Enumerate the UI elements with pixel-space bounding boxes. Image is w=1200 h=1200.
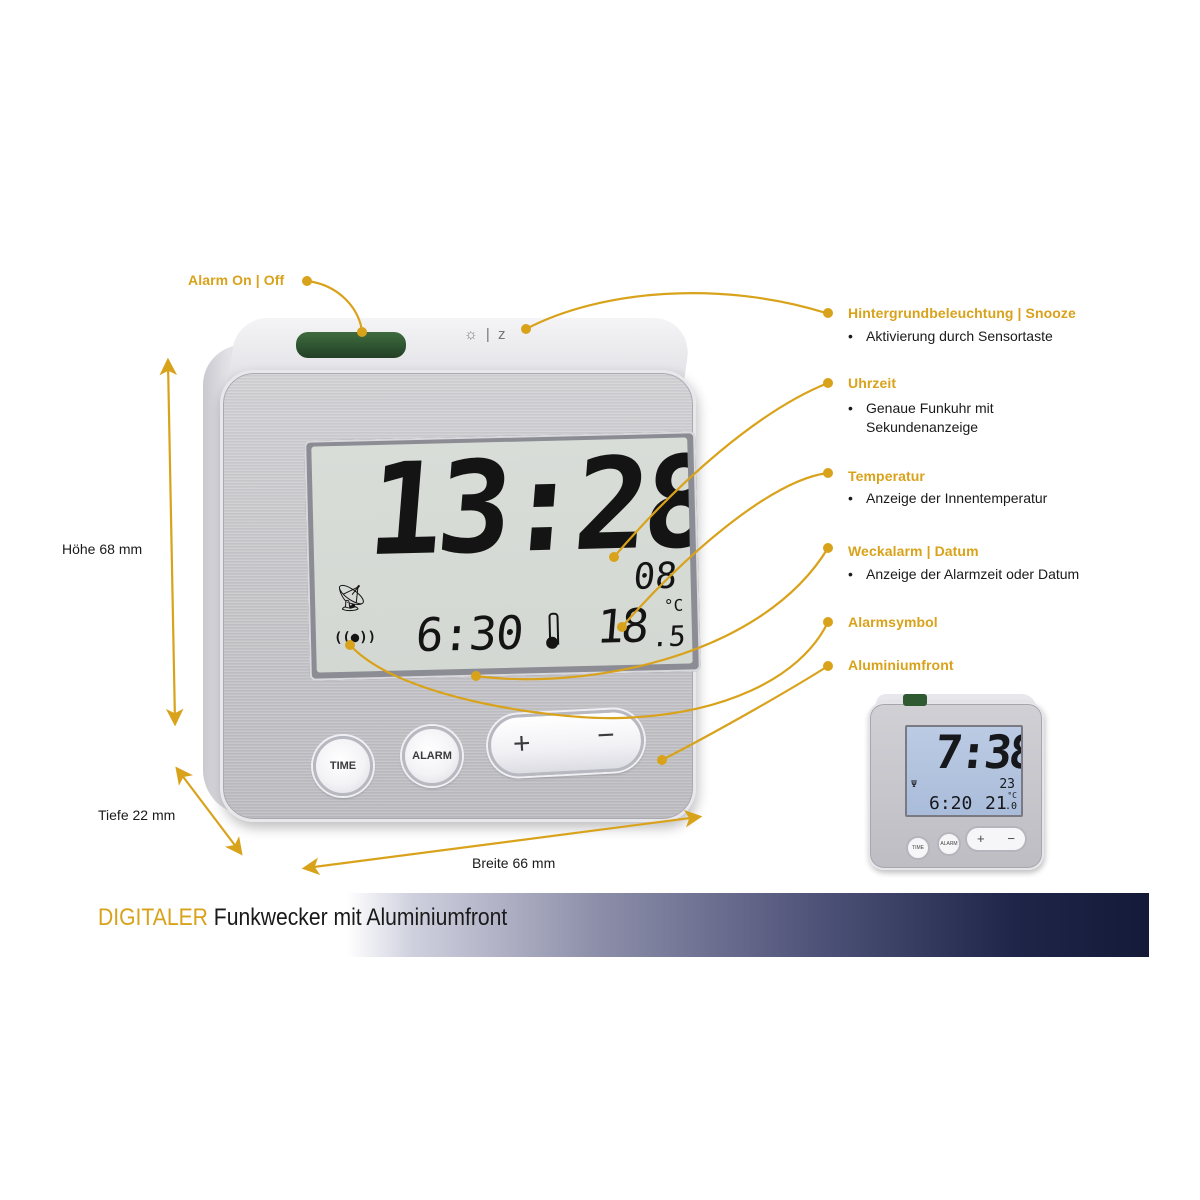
small-temperature-value: 21 — [985, 793, 1007, 814]
plus-button[interactable]: + — [512, 726, 532, 761]
small-alarm-button-label: ALARM — [940, 841, 958, 847]
temperature-value: 18 — [594, 598, 648, 654]
time-button-label: TIME — [329, 760, 357, 772]
small-temperature-unit: °C — [1007, 791, 1017, 800]
small-time-button-label: TIME — [912, 845, 924, 851]
small-minus: − — [1007, 831, 1015, 846]
temperature-decimal: .5 — [650, 619, 688, 654]
callout-temperature: Temperatur — [848, 468, 925, 484]
radio-tower-icon: 📡︎ — [334, 583, 369, 615]
alarm-button-label: ALARM — [412, 750, 452, 762]
banner-accent-word: DIGITALER — [98, 904, 208, 931]
small-radio-tower-icon: Ψ — [911, 779, 918, 790]
small-temperature-decimal-digit: 0 — [1010, 801, 1017, 812]
alarm-time: 6:30 — [413, 605, 525, 663]
small-alarm-time: 6:20 — [929, 793, 973, 814]
bullet-text: Anzeige der Innentemperatur — [866, 490, 1048, 506]
small-lcd-display: 7:38 23 Ψ 6:20 21 °C .0 — [905, 725, 1023, 817]
small-alarm-button: ALARM — [937, 832, 961, 856]
callout-alarm-date: Weckalarm | Datum — [848, 543, 979, 559]
bullet-text-continued: Sekundenanzeige — [866, 419, 979, 435]
callout-alarm-symbol: Alarmsymbol — [848, 614, 938, 630]
small-time-button: TIME — [906, 836, 930, 860]
alarm-signal-icon: ((●)) — [333, 629, 377, 647]
alarm-on-off-switch[interactable] — [296, 332, 406, 358]
title-banner — [50, 893, 1149, 957]
small-plus-minus-rocker: + − — [965, 826, 1027, 852]
temperature-decimal-digit: 5 — [667, 619, 688, 653]
light-snooze-icon: ☼ | z — [464, 326, 508, 343]
callout-backlight-snooze: Hintergrundbeleuchtung | Snooze — [848, 305, 1076, 321]
small-alarm-switch — [903, 694, 927, 706]
callout-alarm-date-bullet: •Anzeige der Alarmzeit oder Datum — [848, 566, 1080, 582]
depth-dimension-label: Tiefe 22 mm — [98, 807, 176, 823]
bullet-text: Anzeige der Alarmzeit oder Datum — [866, 566, 1080, 582]
alarm-button[interactable]: ALARM — [402, 726, 462, 786]
callout-time: Uhrzeit — [848, 375, 897, 391]
thermometer-icon — [545, 613, 558, 651]
height-dimension-label: Höhe 68 mm — [62, 541, 143, 557]
temperature-unit: °C — [663, 595, 684, 616]
banner-title: DIGITALER Funkwecker mit Aluminiumfront — [98, 904, 507, 932]
time-button[interactable]: TIME — [313, 736, 373, 796]
backlight-snooze-sensor[interactable]: ☼ | z — [464, 326, 507, 343]
banner-rest-text: Funkwecker mit Aluminiumfront — [207, 904, 508, 931]
clock-seconds: 08 — [631, 555, 679, 598]
callout-backlight-snooze-bullet: •Aktivierung durch Sensortaste — [848, 328, 1053, 344]
small-plus: + — [977, 831, 985, 846]
small-clock-seconds: 23 — [999, 777, 1015, 792]
minus-button[interactable]: − — [596, 718, 616, 753]
bullet-text: Genaue Funkuhr mit — [866, 400, 994, 416]
lcd-display: 13:28 08 📡︎ ((●)) 6:30 18 °C .5 — [311, 437, 693, 673]
plus-minus-rocker: + − — [486, 707, 646, 779]
bullet-text: Aktivierung durch Sensortaste — [866, 328, 1053, 344]
callout-alarm-on-off: Alarm On | Off — [188, 272, 285, 288]
small-clock-time: 7:38 — [932, 725, 1023, 779]
callout-temperature-bullet: •Anzeige der Innentemperatur — [848, 490, 1048, 506]
width-dimension-label: Breite 66 mm — [472, 855, 556, 871]
small-temperature-decimal: .0 — [1004, 801, 1017, 812]
callout-aluminium-front: Aluminiumfront — [848, 657, 954, 673]
